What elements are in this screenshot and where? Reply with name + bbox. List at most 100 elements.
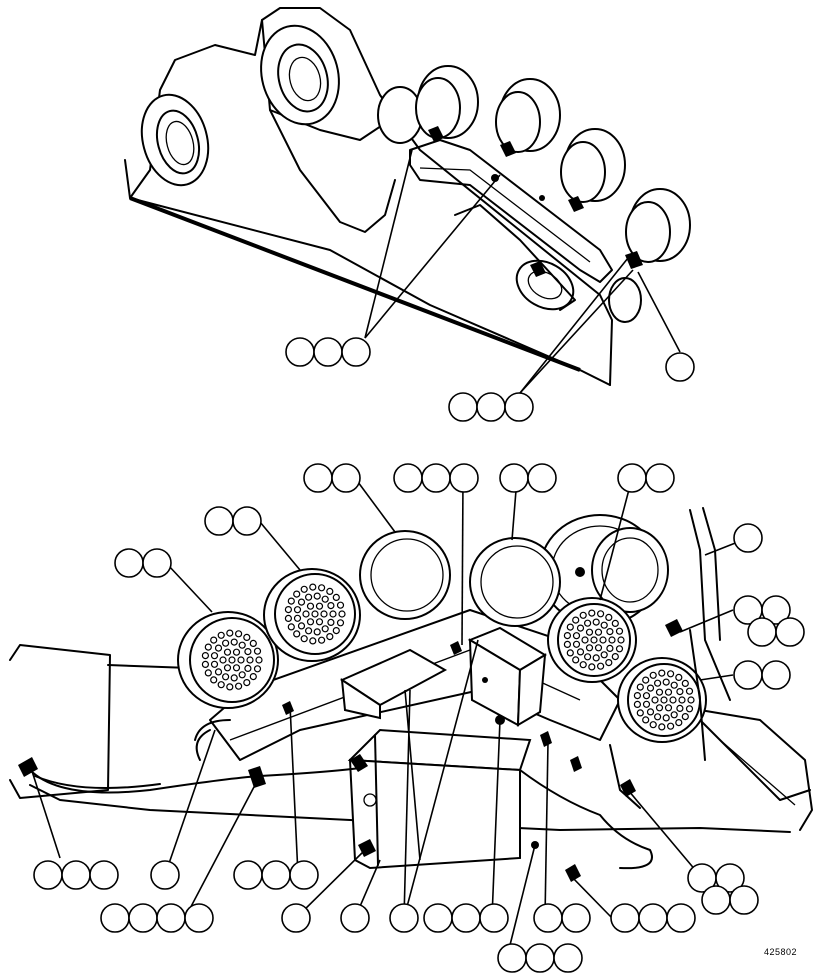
lens-dot [685,705,694,713]
lens-dot [305,593,313,601]
lens-dot [302,610,310,618]
lens-dot [315,618,324,626]
right-ground-clamp-callout [687,863,759,915]
lens-dot [300,635,308,643]
lens-dot [588,609,596,617]
lens-dot [669,696,677,704]
lens-dot [592,618,600,626]
lens-dot [321,595,329,603]
lens-dot [320,610,328,618]
lens-dot [237,656,245,664]
lens-dot [243,678,251,687]
lens-dot [642,700,651,708]
lens-dot [605,658,613,667]
lens-dot [633,691,642,700]
lens-dot [293,590,301,598]
lens-dot [676,687,684,696]
bracket-bolt-callout [100,903,214,933]
lens-dot [287,623,295,631]
lens-dot [670,681,678,689]
lens-dot [596,662,605,670]
lens-dot [655,688,664,696]
cab-frame [9,507,813,833]
lens-dot [681,712,689,721]
lens-dot [297,598,306,606]
lens-dot [318,584,326,592]
control-box-callout [340,903,370,933]
lens-dot [217,631,225,639]
lens-dot [284,605,292,614]
lens-dot [244,664,252,673]
lens-dot [246,656,254,664]
lens-dot [642,716,650,724]
harness-clip-callout [233,860,319,890]
boom-arm [124,7,613,386]
lens-dot [204,643,212,651]
lens-dot [210,652,219,660]
lens-dot [581,636,589,644]
lens-dot [210,636,218,644]
lens-dot [332,593,340,602]
lens-dot [210,660,219,668]
lens-dot [306,602,315,610]
lens-dot [293,606,302,614]
lens-dot [332,626,340,635]
headlight-mount-bracket-callout [285,337,371,367]
lens-dot [649,671,657,679]
center-left-light-callout [303,463,361,493]
relay-fuse-callout [533,903,591,933]
lens-dot [222,673,230,681]
lens-dot [658,723,666,731]
lens-dot [617,636,625,644]
lens-dot [230,638,238,646]
lamp-lens-dots [201,583,695,731]
lens-dot [649,721,657,729]
lens-dot [658,669,666,677]
lens-dot [636,683,644,691]
lens-dot [600,621,608,629]
lens-dot [585,628,594,636]
lens-dot [685,687,694,695]
lens-dot [214,668,223,676]
lens-dot [636,709,644,717]
lens-dot [243,633,251,642]
box-fasteners-callout [423,903,509,933]
lens-dot [594,628,603,636]
lens-dot [615,645,624,653]
lens-dot [599,636,607,644]
light-harness-clamp-callout [448,392,534,422]
wire-harness [18,619,706,882]
lens-dot [217,681,225,689]
lens-dot [592,654,600,662]
upper-leaders [364,149,681,394]
lens-dot [253,665,262,673]
lens-dot [235,682,243,690]
lens-dot [214,644,223,652]
lens-dot [666,722,675,730]
lens-dot [327,601,335,610]
lens-dot [315,602,324,610]
left-cab-light-callout [114,548,172,578]
lens-dot [204,669,212,677]
lens-dot [326,587,334,596]
upper-view [124,7,695,422]
lower-view [9,463,813,973]
lens-dot [608,636,616,644]
lens-dot [655,704,664,712]
lens-dot [615,627,624,635]
lens-dot [238,671,246,679]
lens-dot [336,619,345,627]
lens-dot [572,656,580,664]
lens-dot [329,610,337,618]
lens-dot [244,647,252,656]
lens-dot [326,632,334,641]
lens-dot [293,614,302,622]
lens-dot [201,660,209,669]
lens-dot [232,664,241,672]
lens-dot [678,696,686,704]
lens-dot [313,592,321,600]
lens-dot [596,610,605,618]
lens-dot [305,627,313,635]
lens-dot [219,656,227,664]
lens-dot [235,630,243,638]
